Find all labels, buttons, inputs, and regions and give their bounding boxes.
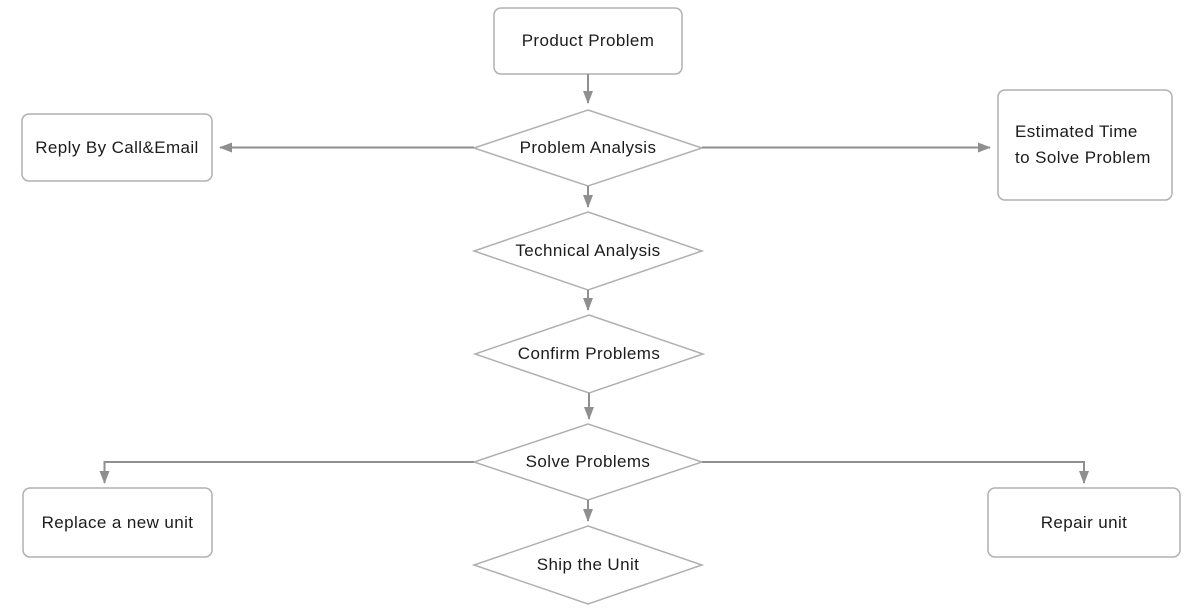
replace-new-unit-node [22, 487, 213, 558]
technical-analysis-node [471, 211, 705, 291]
product-problem-node [493, 7, 683, 75]
confirm-problems-node [472, 314, 706, 394]
decision-nodes [471, 109, 706, 605]
problem-analysis-node [471, 109, 705, 187]
solve-problems-node [471, 423, 705, 501]
reply-by-call-email-node [21, 113, 213, 182]
ship-the-unit-node [471, 525, 705, 605]
estimated-time-node [997, 89, 1173, 201]
edge-solve-to-replace [99, 461, 474, 484]
connectors [99, 74, 1089, 522]
process-nodes [21, 7, 1181, 558]
repair-unit-node [987, 487, 1181, 558]
edge-solve-to-repair [702, 461, 1089, 484]
